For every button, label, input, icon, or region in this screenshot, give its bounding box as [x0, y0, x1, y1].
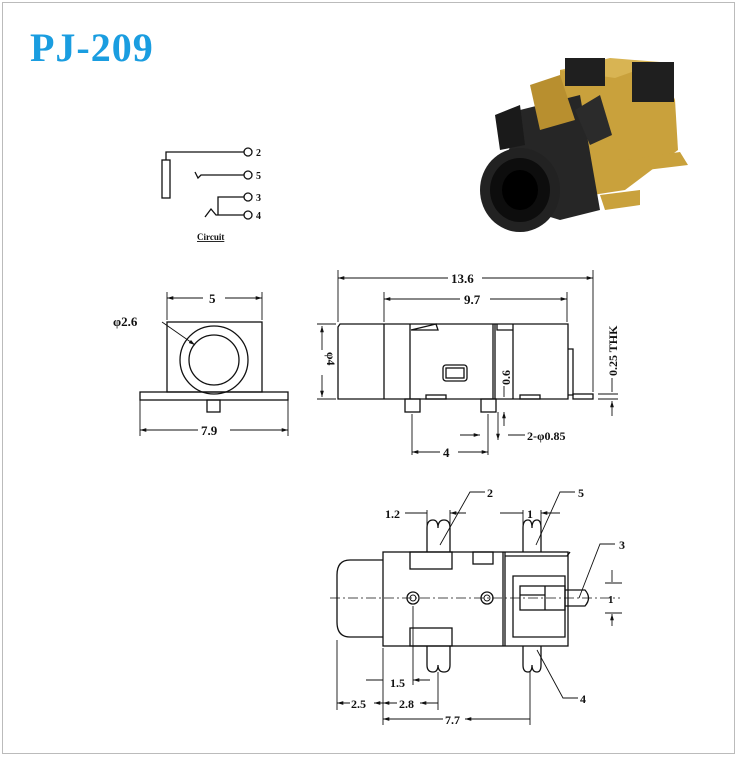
side-length-dim: 13.6 [451, 271, 474, 286]
circuit-pin-4: 4 [256, 211, 261, 222]
bottom-pin-label-4: 4 [580, 692, 586, 706]
side-pin-offset-dim: 0.6 [499, 370, 513, 385]
bottom-view: 1.2 1 2 5 3 4 1 1.5 2.5 2.8 7.7 [330, 486, 625, 727]
side-pin-diameter-dim: 2-φ0.85 [527, 429, 565, 443]
side-diameter-dim: φ4 [324, 352, 338, 366]
bottom-dim-2-5: 2.5 [351, 697, 366, 711]
bottom-dim-1-right: 1 [608, 594, 614, 606]
front-base-width-dim: 7.9 [201, 423, 218, 438]
bottom-dim-1: 1 [527, 507, 533, 521]
side-view: 13.6 9.7 φ4 0.6 4 2-φ0.85 0.25 THK [317, 270, 620, 460]
bottom-pin-label-2: 2 [487, 486, 493, 500]
front-hole-diameter-dim: φ2.6 [113, 314, 138, 329]
bottom-pin-label-3: 3 [619, 538, 625, 552]
bottom-dim-1-2: 1.2 [385, 507, 400, 521]
side-body-length-dim: 9.7 [464, 292, 481, 307]
circuit-pin-3: 3 [256, 193, 261, 204]
circuit-pin-2: 2 [256, 148, 261, 159]
front-width-dim: 5 [209, 291, 216, 306]
circuit-diagram: 2 5 3 4 Circuit [161, 147, 261, 242]
product-photo [480, 58, 688, 232]
bottom-dim-7-7: 7.7 [445, 713, 460, 727]
bottom-pin-label-5: 5 [578, 486, 584, 500]
circuit-pin-5: 5 [256, 171, 261, 182]
part-number-title: PJ-209 [30, 25, 154, 70]
front-view: 5 7.9 φ2.6 [113, 291, 288, 438]
side-pin-spacing-dim: 4 [443, 445, 450, 460]
side-thickness-dim: 0.25 THK [606, 325, 620, 376]
bottom-dim-2-8: 2.8 [399, 697, 414, 711]
bottom-dim-1-5: 1.5 [390, 676, 405, 690]
circuit-label: Circuit [197, 232, 224, 242]
